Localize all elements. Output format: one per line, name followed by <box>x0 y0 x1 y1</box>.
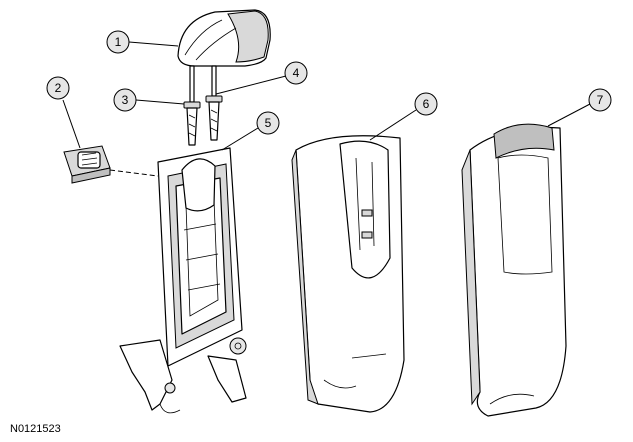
callout-6: 6 <box>414 92 438 116</box>
headrest-guide-right <box>205 95 223 141</box>
svg-text:5: 5 <box>265 116 272 130</box>
callout-1: 1 <box>106 30 130 54</box>
seat-back-frame <box>119 147 247 414</box>
figure-reference-code: N0121523 <box>10 423 61 435</box>
seat-back-pad <box>291 135 405 413</box>
headrest <box>177 9 271 103</box>
svg-text:4: 4 <box>293 66 300 80</box>
seat-back-cover <box>461 123 567 417</box>
seat-latch <box>63 145 159 184</box>
svg-text:3: 3 <box>122 93 129 107</box>
callout-2: 2 <box>46 76 70 100</box>
svg-text:6: 6 <box>423 97 430 111</box>
callout-3: 3 <box>113 88 137 112</box>
headrest-guide-left <box>183 101 201 146</box>
callout-7: 7 <box>588 88 612 112</box>
svg-text:2: 2 <box>55 81 62 95</box>
svg-text:7: 7 <box>597 93 604 107</box>
svg-text:1: 1 <box>115 35 122 49</box>
callout-5: 5 <box>256 111 280 135</box>
callout-4: 4 <box>284 61 308 85</box>
